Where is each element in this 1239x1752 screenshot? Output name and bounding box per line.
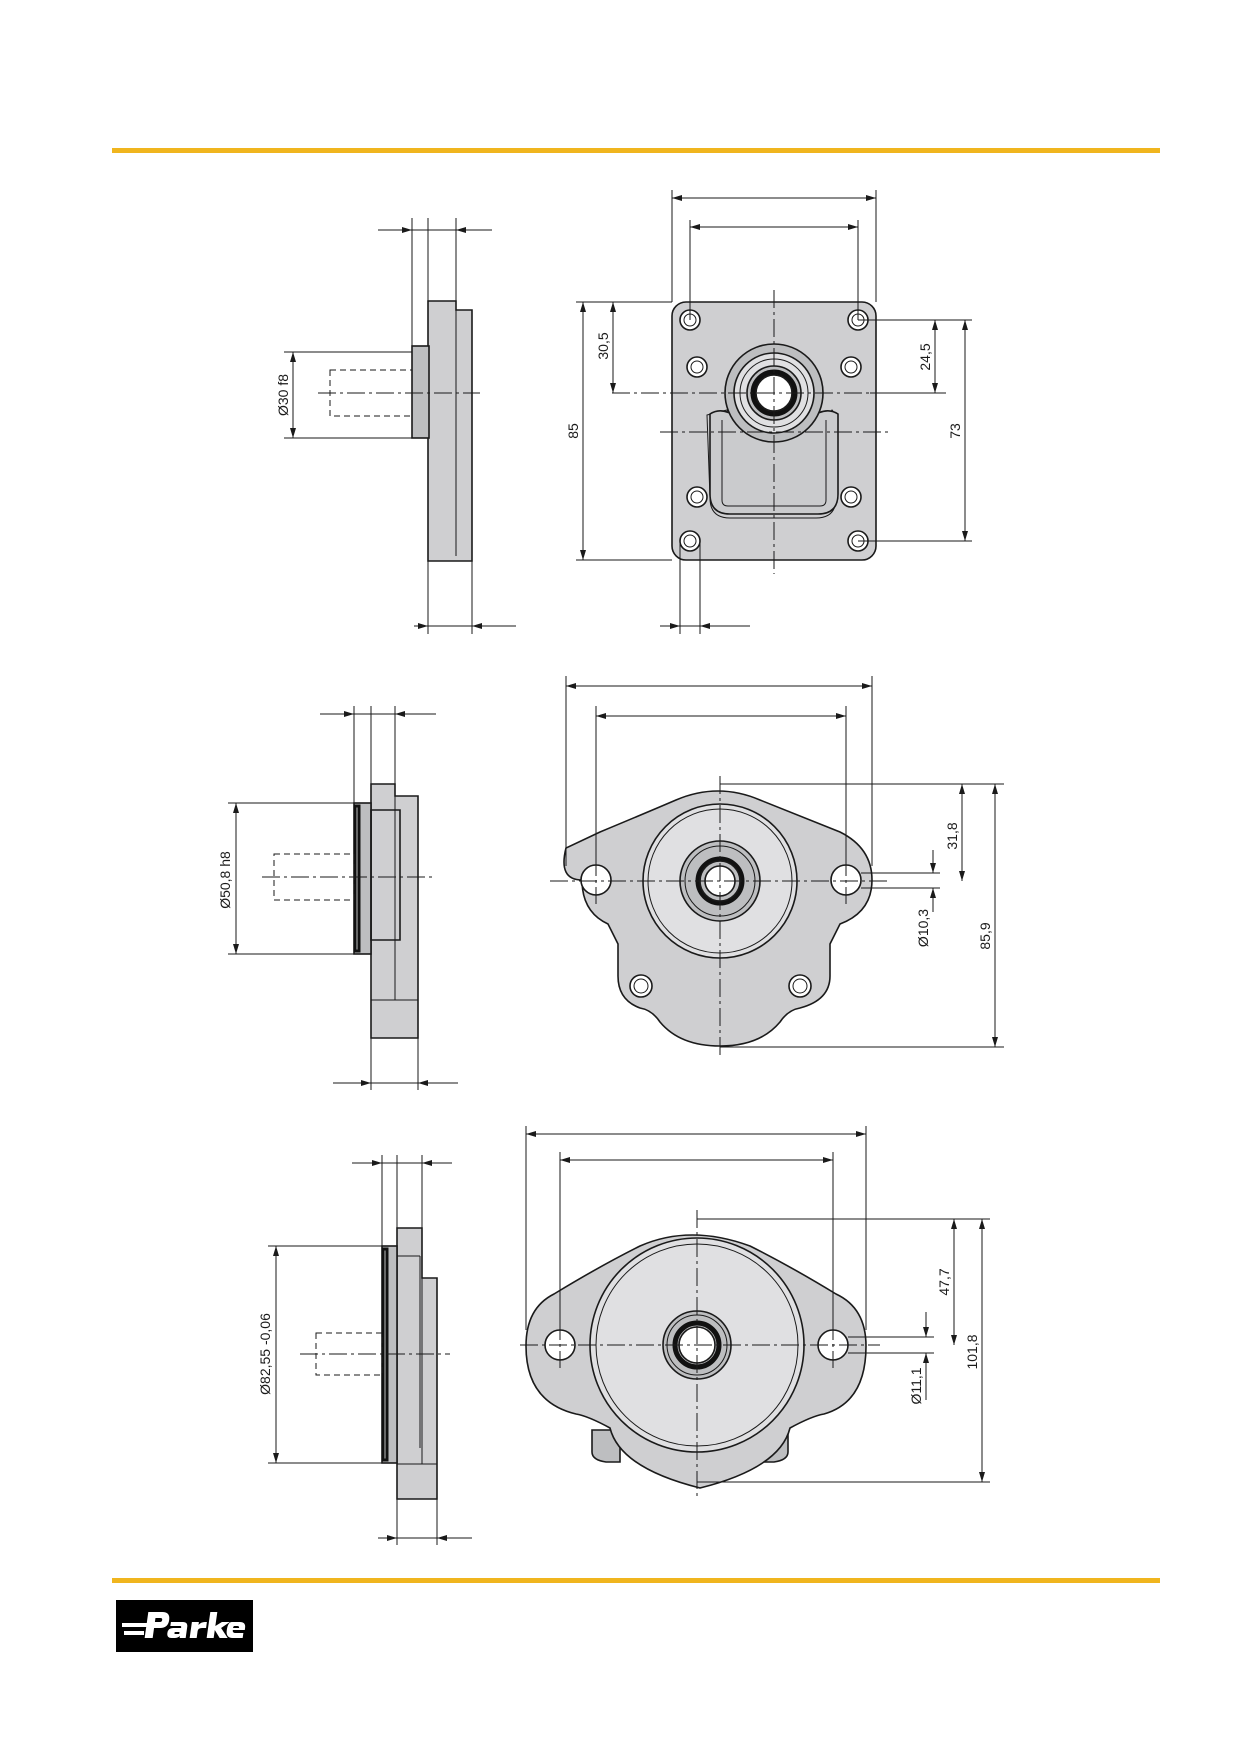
dim-pilot-diameter-v2: Ø50,8 h8 [217,851,233,909]
parker-logo [116,1600,253,1652]
dim-hole-spacing-v1: 73 [947,423,963,439]
dim-hole-diameter-v2: Ø10,3 [915,909,931,947]
dim-height-v2: 85,9 [977,922,993,949]
dim-pilot-diameter-v3: Ø82,55 -0,06 [257,1313,273,1395]
dim-shaft-diameter-v1: Ø30 f8 [275,374,291,416]
view1-front: 85 30,5 24,5 73 [565,190,972,634]
header-rule [112,148,1160,153]
view2-side: Ø50,8 h8 [217,706,458,1090]
footer-rule [112,1578,1160,1583]
dim-height-v1: 85 [565,423,581,439]
view2-front: 31,8 85,9 Ø10,3 [550,676,1004,1058]
view3-side: Ø82,55 -0,06 [257,1155,472,1545]
parker-logo-mark [116,1600,253,1652]
dim-height-v3: 101,8 [964,1334,980,1369]
dim-center-offset-v2: 31,8 [944,822,960,849]
dim-hole-offset-v1: 24,5 [917,343,933,370]
view3-front: 47,7 101,8 Ø11,1 [520,1126,990,1500]
dim-center-offset-v1: 30,5 [595,332,611,359]
dim-center-offset-v3: 47,7 [936,1268,952,1295]
view1-side: Ø30 f8 [275,218,516,634]
dim-hole-diameter-v3: Ø11,1 [908,1367,924,1404]
